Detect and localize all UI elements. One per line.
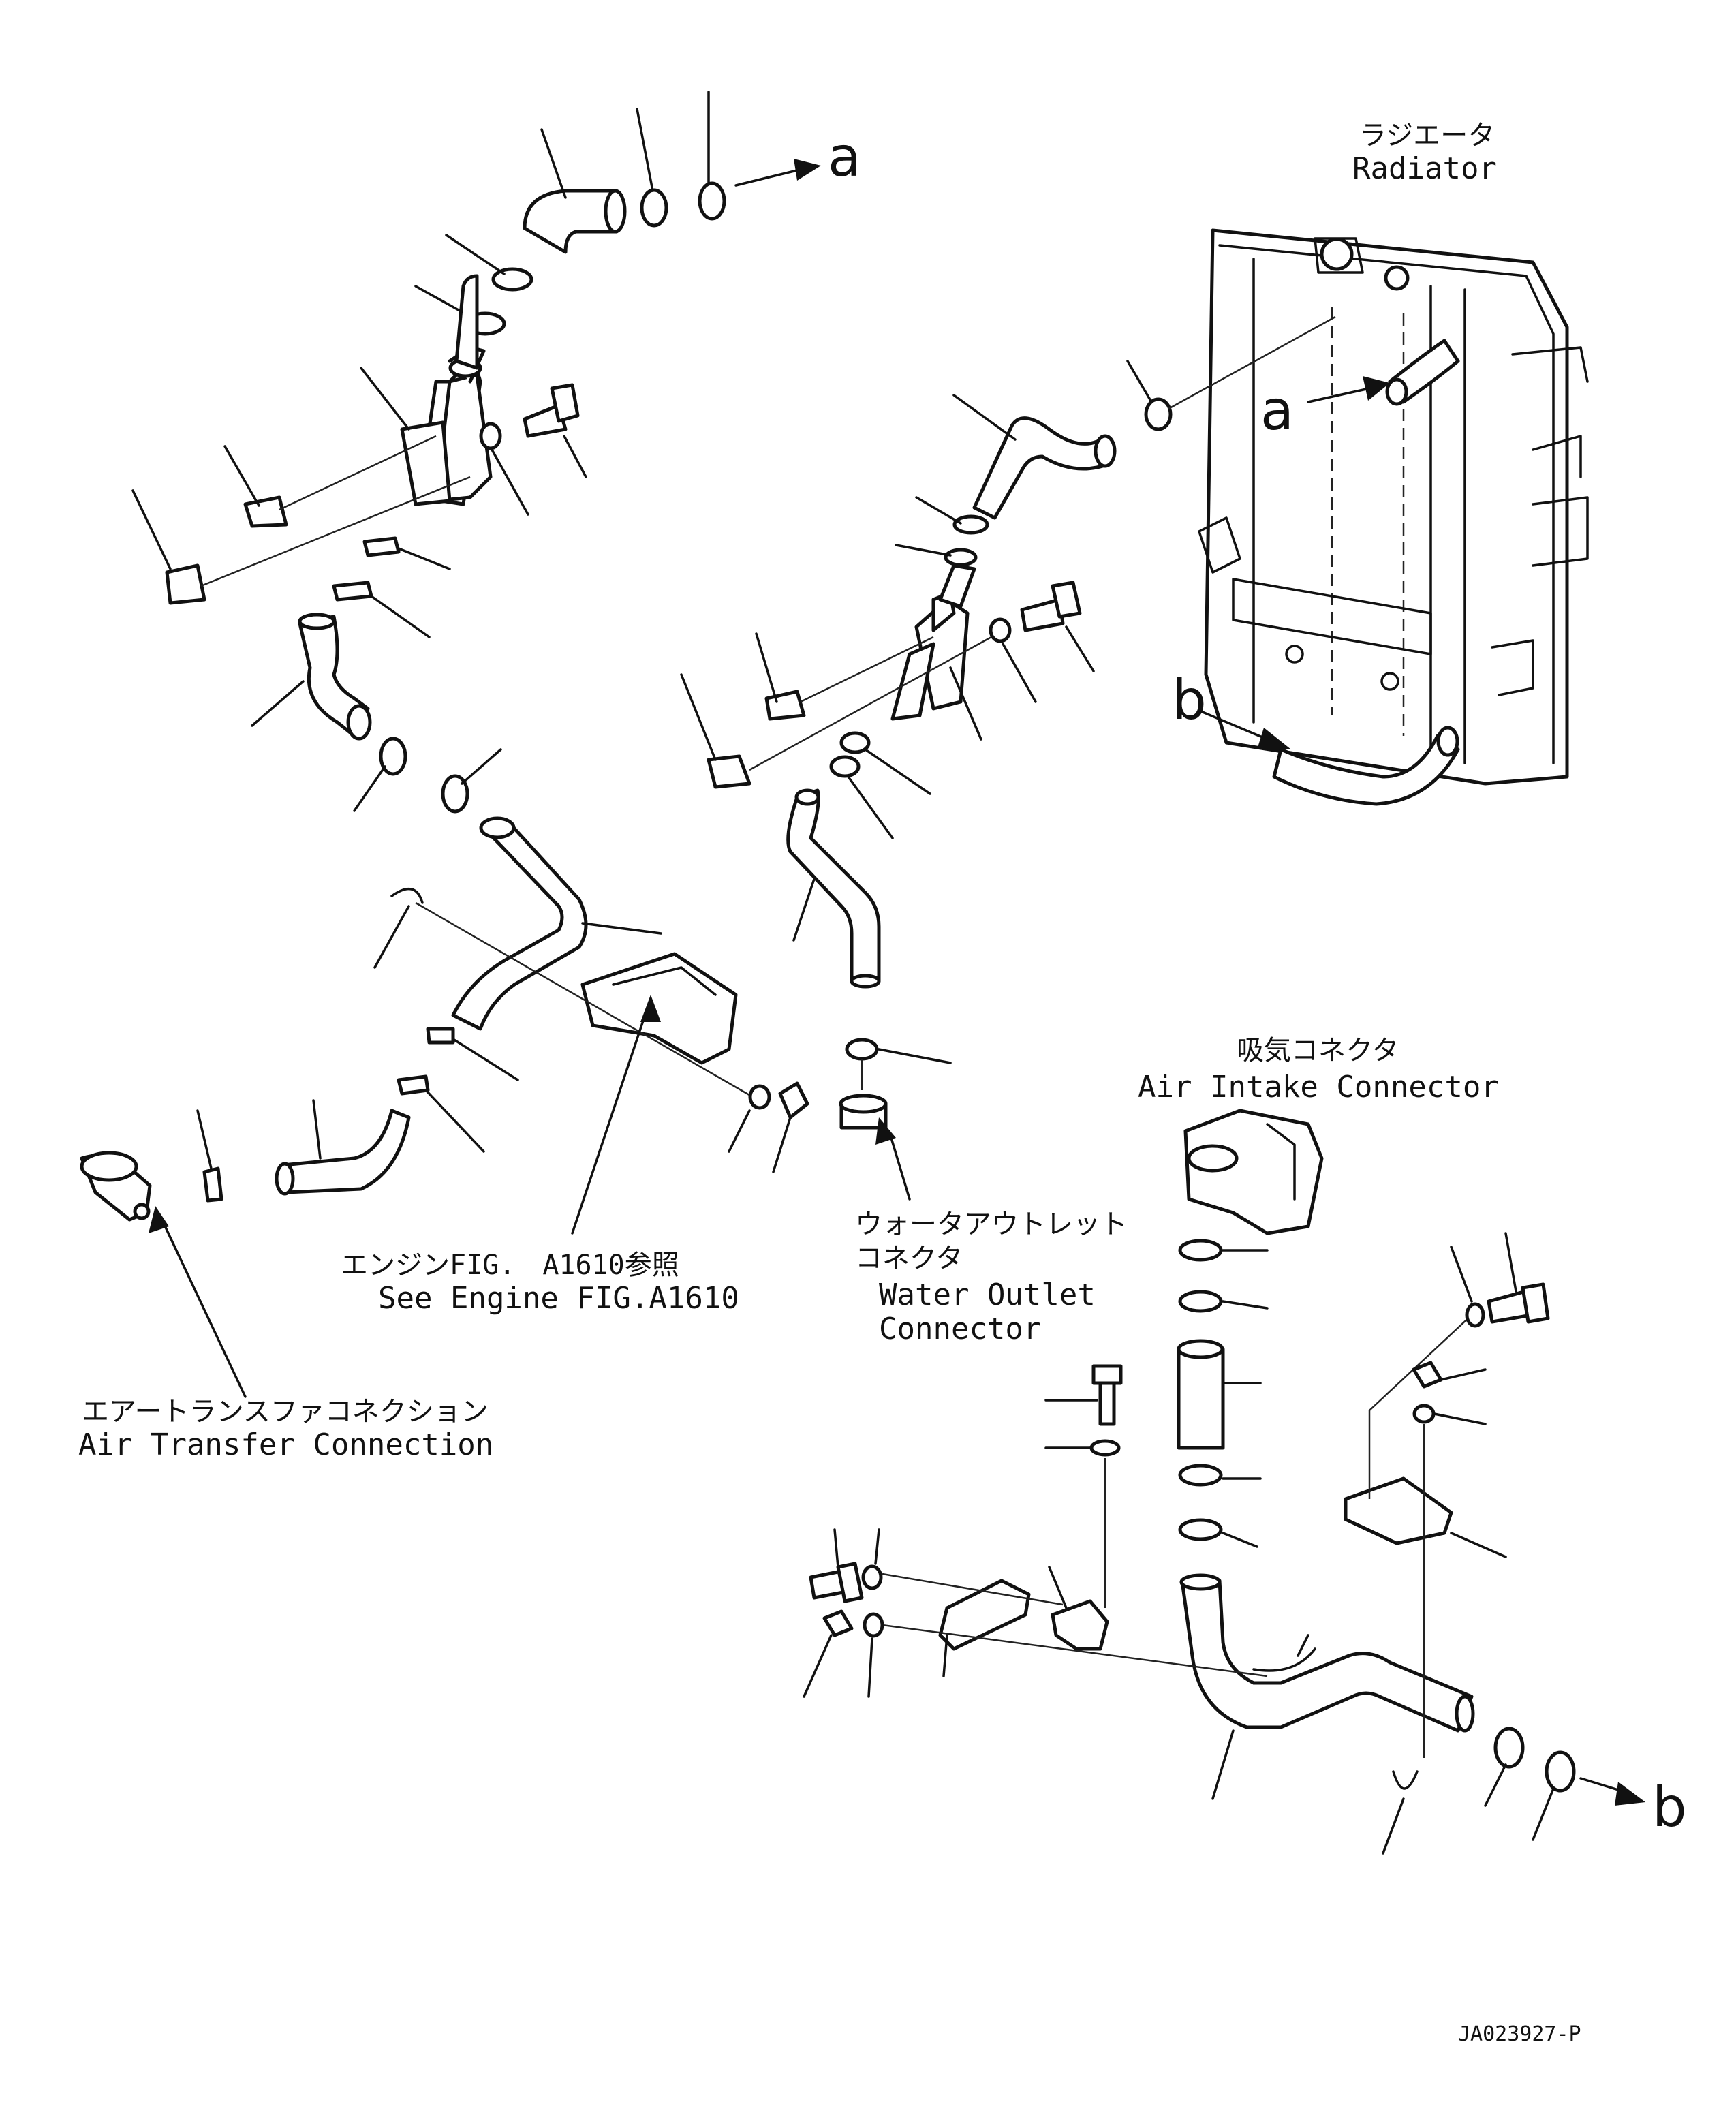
upper-hose-chain (80, 91, 821, 1398)
callout-a-radiator: a (1260, 379, 1294, 442)
air-transfer-label-jp: エアートランスファコネクション (82, 1396, 489, 1427)
radiator-assembly (1198, 228, 1589, 786)
callout-a-top: a (828, 125, 861, 189)
air-intake-label-en: Air Intake Connector (1138, 1070, 1499, 1104)
air-intake-label-jp: 吸気コネクタ (1237, 1035, 1399, 1066)
drawing-number: JA023927-P (1458, 2022, 1581, 2046)
water-outlet-label-jp-2: コネクタ (855, 1243, 963, 1274)
clamp-radiator (1144, 397, 1173, 431)
radiator-label-jp: ラジエータ (1359, 120, 1495, 151)
air-intake-chain (803, 1109, 1645, 1855)
water-outlet-label-jp-1: ウォータアウトレット (855, 1209, 1128, 1240)
arrow-a-radiator-head (1363, 376, 1390, 401)
guide-line (1168, 315, 1336, 410)
arrow-b-radiator-head (1257, 728, 1291, 749)
water-outlet-label-en-1: Water Outlet (879, 1278, 1096, 1312)
arrow-b-radiator-line (1201, 711, 1269, 741)
engine-ref-label-en: See Engine FIG.A1610 (378, 1281, 739, 1316)
water-outlet-label-en-2: Connector (879, 1312, 1041, 1346)
air-transfer-label-en: Air Transfer Connection (78, 1427, 493, 1462)
radiator-lower-hose (1272, 726, 1460, 806)
engine-ref-label-jp: エンジンFIG. A1610参照 (341, 1250, 679, 1281)
callout-b-radiator: b (1172, 668, 1207, 732)
leader (1126, 360, 1153, 403)
arrow-a-radiator-line (1307, 387, 1371, 403)
callout-b-bottom: b (1652, 1776, 1687, 1839)
middle-hose-chain (680, 394, 1117, 1201)
radiator-label-en: Radiator (1352, 151, 1497, 186)
